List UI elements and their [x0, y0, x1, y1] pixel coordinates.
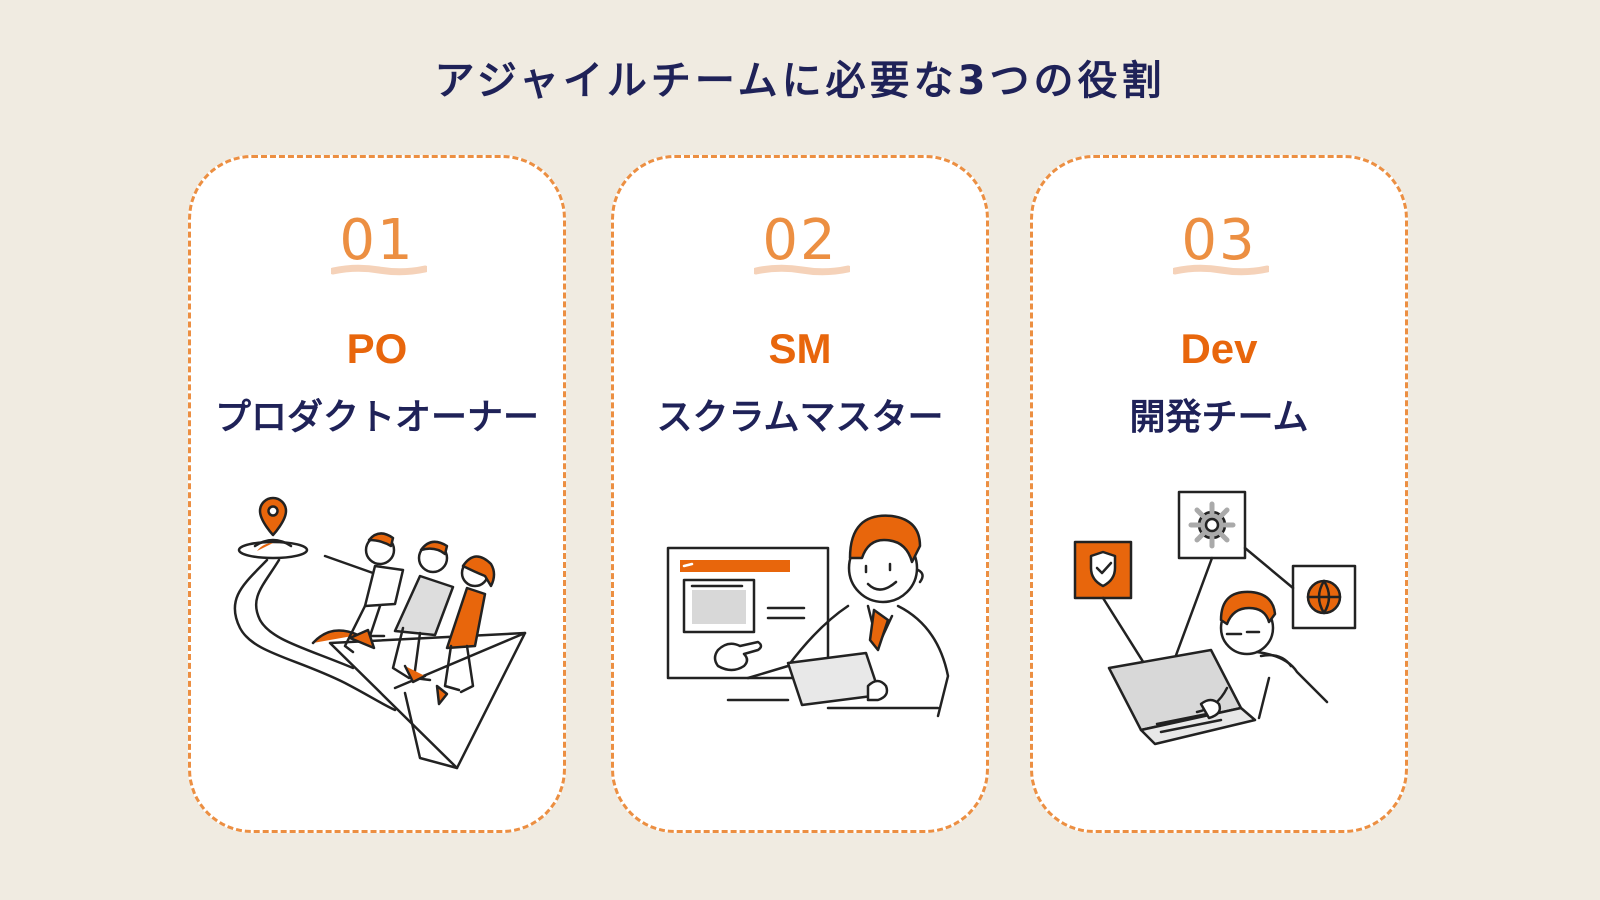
role-name: スクラムマスター — [656, 397, 944, 438]
role-name: プロダクトオーナー — [214, 397, 539, 438]
card-number: 02 — [762, 208, 838, 273]
role-abbreviation: PO — [346, 325, 408, 372]
role-abbreviation: SM — [768, 325, 832, 372]
paper-plane-team-illustration — [233, 496, 527, 770]
role-card-sm: 02 SM スクラムマスター — [611, 155, 989, 833]
page-title: アジャイルチームに必要な3つの役割 — [434, 58, 1166, 104]
role-abbreviation: Dev — [1180, 325, 1258, 372]
developer-illustration — [1073, 490, 1357, 746]
brush-underline — [1173, 264, 1269, 276]
role-card-dev: 03 Dev 開発チーム — [1030, 155, 1408, 833]
presenter-illustration — [666, 514, 950, 718]
card-number: 03 — [1181, 208, 1257, 273]
brush-underline — [754, 264, 850, 276]
role-name: 開発チーム — [1129, 397, 1309, 438]
brush-underline — [331, 264, 427, 276]
card-number: 01 — [339, 208, 415, 273]
role-card-po: 01 PO プロダクトオーナー — [188, 155, 566, 833]
